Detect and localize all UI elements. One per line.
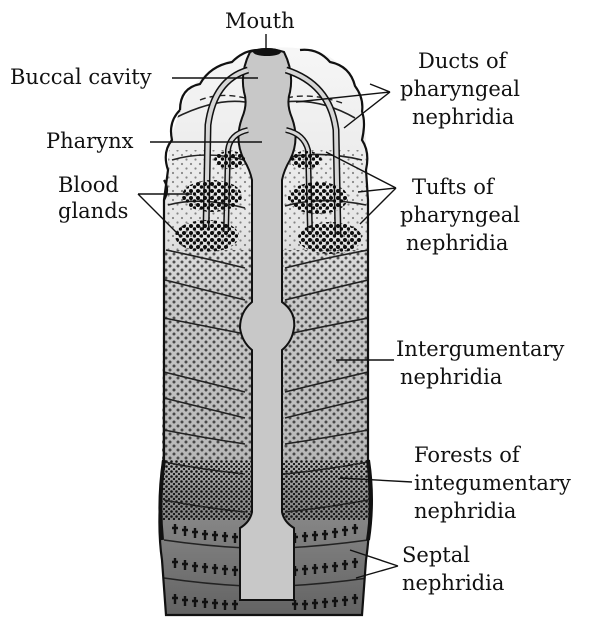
mouth-opening bbox=[253, 48, 281, 56]
label-tufts-line1: Tufts of bbox=[412, 175, 496, 199]
label-tufts-line3: nephridia bbox=[406, 231, 508, 255]
label-buccal-cavity: Buccal cavity bbox=[10, 65, 152, 89]
label-forests-line1: Forests of bbox=[414, 443, 522, 467]
label-septal-line2: nephridia bbox=[402, 571, 504, 595]
label-forests-line2: integumentary bbox=[414, 471, 571, 495]
label-ducts-line2: pharyngeal bbox=[400, 77, 520, 101]
label-blood-glands-line2: glands bbox=[58, 199, 128, 223]
label-integumentary-line1: Intergumentary bbox=[396, 337, 565, 361]
label-septal-line1: Septal bbox=[402, 543, 470, 567]
label-mouth: Mouth bbox=[225, 9, 295, 33]
label-integumentary-line2: nephridia bbox=[400, 365, 502, 389]
label-blood-glands-line1: Blood bbox=[58, 173, 119, 197]
label-ducts-line1: Ducts of bbox=[418, 49, 509, 73]
label-ducts-line3: nephridia bbox=[412, 105, 514, 129]
label-pharynx: Pharynx bbox=[46, 129, 134, 153]
label-tufts-line2: pharyngeal bbox=[400, 203, 520, 227]
label-forests-line3: nephridia bbox=[414, 499, 516, 523]
